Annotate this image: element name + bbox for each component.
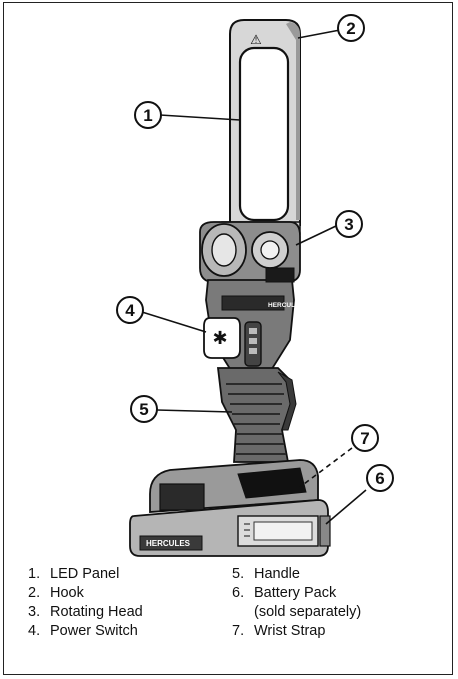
legend-item-2: 2. Hook — [28, 585, 84, 602]
rotating-head — [199, 221, 301, 283]
work-light-diagram: ⚠ HERCULES ✱ — [116, 14, 394, 557]
legend-label: Hook — [50, 585, 84, 601]
svg-text:6: 6 — [375, 469, 384, 488]
legend-label: Power Switch — [50, 623, 138, 639]
battery-pack: HERCULES — [129, 459, 331, 557]
legend-item-4: 4. Power Switch — [28, 623, 138, 640]
battery-brand-logo: HERCULES — [146, 539, 191, 548]
legend-label: Battery Pack — [254, 585, 337, 601]
svg-text:2: 2 — [346, 19, 355, 38]
legend-number: 7. — [232, 623, 245, 639]
legend-number: 4. — [28, 623, 41, 639]
led-panel-head: ⚠ — [229, 19, 301, 226]
callout-7: 7 — [351, 424, 379, 452]
legend-label: Handle — [254, 566, 300, 582]
hook-warning-icon: ⚠ — [250, 33, 262, 48]
legend-note: (sold separately) — [254, 604, 362, 620]
callout-5: 5 — [130, 395, 158, 423]
svg-text:3: 3 — [344, 215, 353, 234]
leader-lines — [141, 29, 367, 525]
legend-label: LED Panel — [50, 566, 120, 582]
callout-4: 4 — [116, 296, 144, 324]
legend-item-1: 1. LED Panel — [28, 566, 119, 583]
legend-number: 2. — [28, 585, 41, 601]
legend-item-3: 3. Rotating Head — [28, 604, 143, 621]
svg-text:4: 4 — [125, 301, 135, 320]
svg-text:7: 7 — [360, 429, 369, 448]
svg-text:1: 1 — [143, 106, 152, 125]
svg-text:5: 5 — [139, 400, 148, 419]
power-switch[interactable]: ✱ — [203, 317, 262, 367]
callout-3: 3 — [335, 210, 363, 238]
legend-item-5: 5. Handle — [232, 566, 300, 583]
legend-number: 1. — [28, 566, 41, 582]
legend-number: 5. — [232, 566, 245, 582]
led-panel — [238, 46, 290, 222]
handle — [216, 367, 297, 463]
legend-item-6: 6. Battery Pack — [232, 585, 336, 602]
legend-number: 3. — [28, 604, 41, 620]
brand-logo: HERCULES — [268, 302, 304, 309]
legend-number: 6. — [232, 585, 245, 601]
legend-label: Rotating Head — [50, 604, 143, 620]
callout-1: 1 — [134, 101, 162, 129]
legend-item-7: 7. Wrist Strap — [232, 623, 325, 640]
legend-label: Wrist Strap — [254, 623, 326, 639]
power-switch-icon: ✱ — [212, 328, 227, 349]
callout-2: 2 — [337, 14, 365, 42]
callout-6: 6 — [366, 464, 394, 492]
